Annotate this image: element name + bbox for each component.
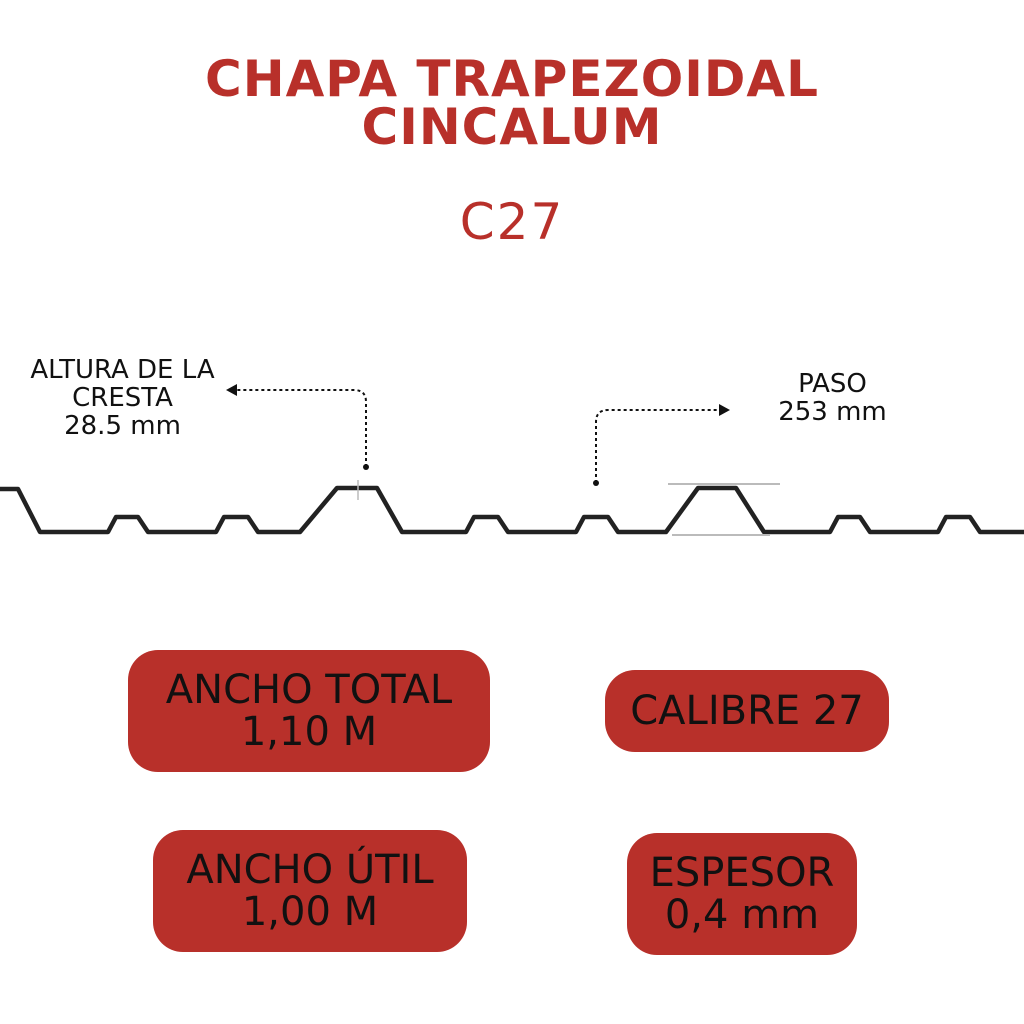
useful-width-label: ANCHO ÚTIL xyxy=(186,847,434,893)
crest-height-label-1: ALTURA DE LA xyxy=(30,355,215,385)
crest-height-leader-dot xyxy=(363,464,369,470)
crest-height-annotation: ALTURA DE LA CRESTA 28.5 mm xyxy=(20,356,225,440)
subtitle: C27 xyxy=(459,193,565,251)
pitch-value: 253 mm xyxy=(778,397,887,427)
pitch-annotation: PASO 253 mm xyxy=(760,370,905,426)
crest-height-value: 28.5 mm xyxy=(64,411,181,441)
pitch-leader xyxy=(595,409,719,483)
total-width-badge: ANCHO TOTAL 1,10 M xyxy=(128,650,490,772)
pitch-label: PASO xyxy=(798,369,867,399)
useful-width-value: 1,00 M xyxy=(241,889,379,935)
crest-height-arrowhead xyxy=(226,384,237,396)
title-line-2: CINCALUM xyxy=(361,98,663,156)
useful-width-badge: ANCHO ÚTIL 1,00 M xyxy=(153,830,467,952)
crest-height-leader xyxy=(236,389,367,467)
gauge-label: CALIBRE 27 xyxy=(630,688,864,734)
sheet-profile-line xyxy=(0,485,1024,535)
crest-height-label-2: CRESTA xyxy=(72,383,173,413)
gauge-badge: CALIBRE 27 xyxy=(605,670,889,752)
pitch-arrowhead xyxy=(719,404,730,416)
total-width-value: 1,10 M xyxy=(240,709,378,755)
pitch-leader-dot xyxy=(593,480,599,486)
total-width-label: ANCHO TOTAL xyxy=(165,667,453,713)
thickness-label: ESPESOR xyxy=(649,850,835,896)
thickness-value: 0,4 mm xyxy=(664,892,820,938)
thickness-badge: ESPESOR 0,4 mm xyxy=(627,833,857,955)
title-line-1: CHAPA TRAPEZOIDAL xyxy=(205,50,819,108)
